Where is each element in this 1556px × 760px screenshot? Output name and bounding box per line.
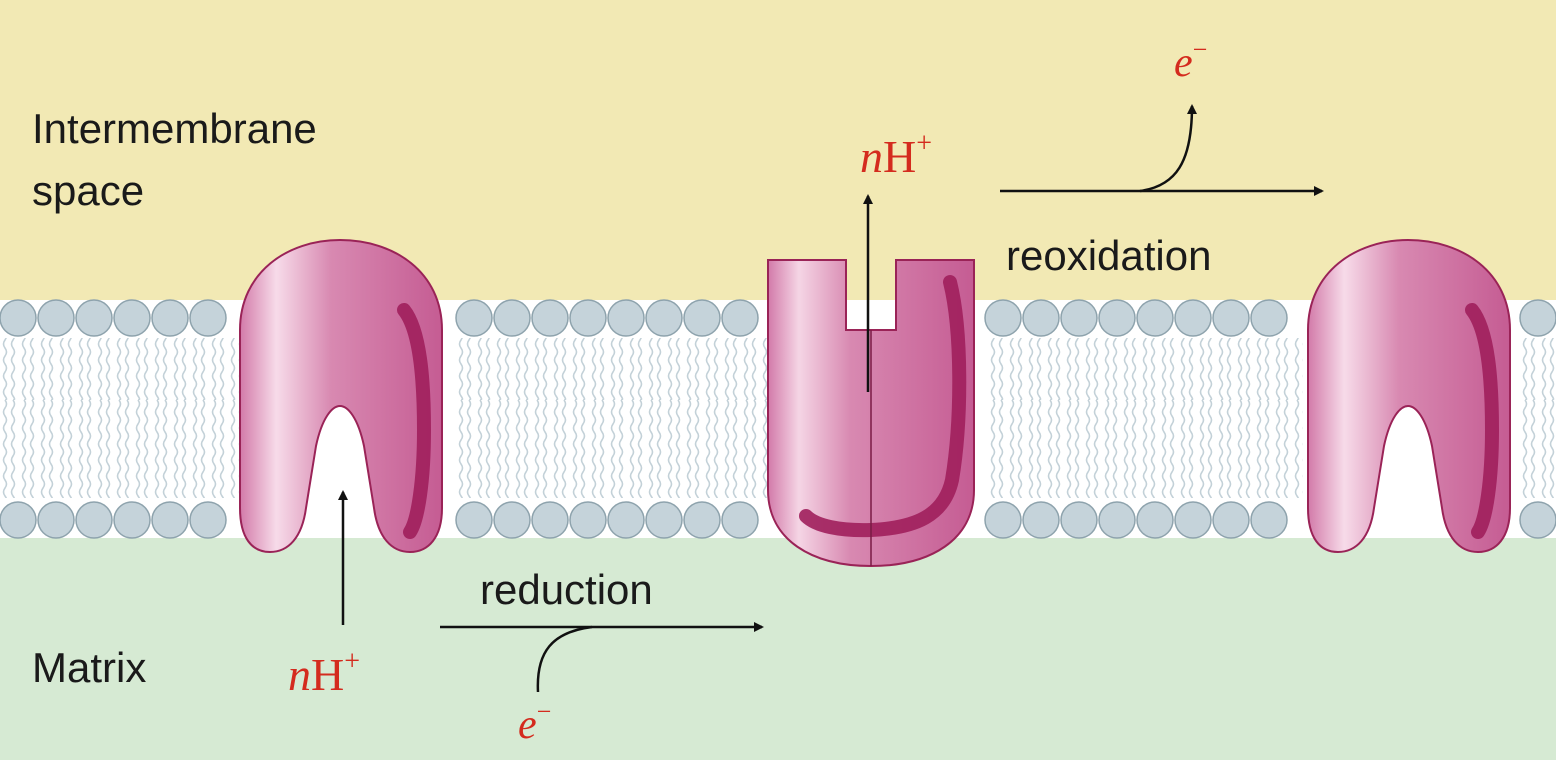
lipid-head xyxy=(721,299,759,337)
lipid-head xyxy=(151,501,189,539)
lipid-head xyxy=(1098,299,1136,337)
lipid-head xyxy=(1212,299,1250,337)
lipid-tails xyxy=(0,338,1556,498)
lipid-head xyxy=(37,299,75,337)
lipid-head xyxy=(607,501,645,539)
electron-in-curve xyxy=(536,625,593,693)
lipid-head xyxy=(1136,501,1174,539)
lipid-head xyxy=(683,501,721,539)
lipid-head xyxy=(1212,501,1250,539)
lipid-heads xyxy=(0,299,1556,539)
lipid-head xyxy=(0,501,37,539)
lipid-head xyxy=(1022,501,1060,539)
lipid-head xyxy=(189,501,227,539)
protein-right xyxy=(1307,238,1511,554)
lipid-head xyxy=(721,501,759,539)
matrix-label: Matrix xyxy=(32,644,146,691)
space-label: space xyxy=(32,167,144,214)
intermembrane-space-region xyxy=(0,0,1556,300)
lipid-head xyxy=(1060,501,1098,539)
lipid-head xyxy=(1174,501,1212,539)
lipid-head xyxy=(531,299,569,337)
matrix-region xyxy=(0,538,1556,760)
arrows xyxy=(338,104,1324,693)
lipid-head xyxy=(1519,501,1556,539)
lipid-head xyxy=(607,299,645,337)
lipid-head xyxy=(0,299,37,337)
lipid-head xyxy=(493,501,531,539)
lipid-head xyxy=(75,501,113,539)
lipid-head xyxy=(37,501,75,539)
lipid-head xyxy=(1250,501,1288,539)
lipid-head xyxy=(113,299,151,337)
electron-out-arrow xyxy=(1139,104,1197,193)
lipid-head xyxy=(645,299,683,337)
lipid-head xyxy=(1060,299,1098,337)
electron-label-in: e− xyxy=(518,697,551,748)
lipid-head xyxy=(984,501,1022,539)
electron-label-out: e− xyxy=(1174,35,1207,86)
lipid-head xyxy=(1250,299,1288,337)
intermembrane-label: Intermembrane xyxy=(32,105,317,152)
lipid-head xyxy=(189,299,227,337)
reduction-label: reduction xyxy=(480,566,653,613)
lipid-head xyxy=(1519,299,1556,337)
lipid-head xyxy=(569,299,607,337)
lipid-head xyxy=(151,299,189,337)
lipid-head xyxy=(1022,299,1060,337)
lipid-head xyxy=(569,501,607,539)
lipid-head xyxy=(493,299,531,337)
lipid-head xyxy=(1136,299,1174,337)
lipid-head xyxy=(455,501,493,539)
lipid-head xyxy=(455,299,493,337)
reoxidation-label: reoxidation xyxy=(1006,232,1211,279)
lipid-head xyxy=(1174,299,1212,337)
proton-label-matrix: nH+ xyxy=(288,646,360,700)
protein-center xyxy=(767,259,975,568)
lipid-head xyxy=(531,501,569,539)
protein-left xyxy=(239,238,443,554)
lipid-head xyxy=(984,299,1022,337)
lipid-head xyxy=(113,501,151,539)
lipid-head xyxy=(683,299,721,337)
lipid-head xyxy=(75,299,113,337)
lipid-head xyxy=(645,501,683,539)
lipid-head xyxy=(1098,501,1136,539)
proton-label-intermembrane: nH+ xyxy=(860,128,932,182)
